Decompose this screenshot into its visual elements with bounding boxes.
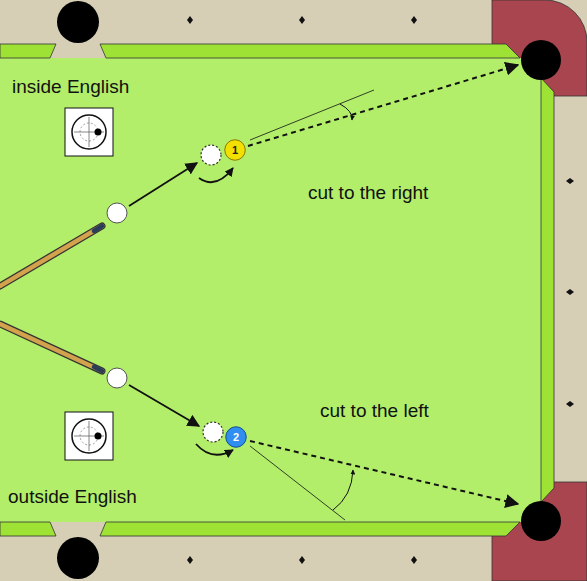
throw-angle-arc bbox=[340, 104, 352, 120]
english-icon bbox=[65, 412, 113, 460]
cue-ball bbox=[107, 203, 127, 223]
cloth bbox=[0, 58, 541, 522]
ghost-ball bbox=[201, 145, 221, 165]
ball-number: 1 bbox=[232, 145, 238, 156]
cushion bbox=[0, 522, 56, 536]
cue-tip bbox=[94, 226, 102, 231]
ball-outline bbox=[226, 427, 247, 448]
cushion bbox=[100, 44, 520, 58]
corner-pocket bbox=[521, 40, 561, 80]
cue-ball-path bbox=[129, 385, 199, 426]
ball-number: 2 bbox=[233, 432, 239, 443]
annotation-label: cut to the right bbox=[308, 182, 428, 204]
object-ball: 1 bbox=[224, 139, 246, 161]
cue-ball bbox=[107, 368, 127, 388]
object-ball: 2 bbox=[225, 426, 247, 448]
spin-arrow bbox=[196, 444, 233, 455]
ball-outline bbox=[225, 140, 246, 161]
side-pocket bbox=[57, 1, 99, 43]
cushion bbox=[0, 44, 56, 58]
spin-arrow bbox=[199, 168, 233, 182]
object-ball-path bbox=[250, 441, 518, 504]
aim-line bbox=[250, 90, 374, 140]
aim-line bbox=[250, 446, 345, 520]
cue-tip bbox=[94, 367, 102, 371]
tip-contact-point bbox=[95, 129, 102, 136]
cue-outline bbox=[0, 324, 102, 371]
rail-diamond bbox=[187, 16, 417, 24]
cushion bbox=[100, 522, 520, 536]
tip-contact-point bbox=[95, 433, 102, 440]
corner-pocket bbox=[521, 501, 561, 541]
cue-outline bbox=[0, 226, 102, 286]
icon-frame bbox=[65, 108, 113, 156]
cue-stick bbox=[0, 226, 102, 286]
cue-ball-path bbox=[129, 163, 197, 206]
cue-ball-face bbox=[72, 419, 106, 453]
crosshair bbox=[74, 117, 104, 147]
rail-diamond bbox=[566, 178, 574, 407]
annotation-label: outside English bbox=[8, 486, 137, 508]
cue-ball-face bbox=[72, 115, 106, 149]
cue-shaft bbox=[0, 324, 102, 371]
cue-stick bbox=[0, 324, 102, 371]
rail-diamond bbox=[187, 556, 417, 564]
ghost-ball bbox=[203, 422, 223, 442]
cue-shaft bbox=[0, 226, 102, 286]
crosshair bbox=[74, 421, 104, 451]
cushion bbox=[541, 78, 554, 502]
throw-angle-arc bbox=[333, 470, 353, 510]
icon-frame bbox=[65, 412, 113, 460]
object-ball-path bbox=[248, 65, 518, 146]
side-pocket bbox=[57, 537, 99, 579]
annotation-label: inside English bbox=[12, 76, 129, 98]
annotation-label: cut to the left bbox=[320, 400, 429, 422]
english-icon bbox=[65, 108, 113, 156]
